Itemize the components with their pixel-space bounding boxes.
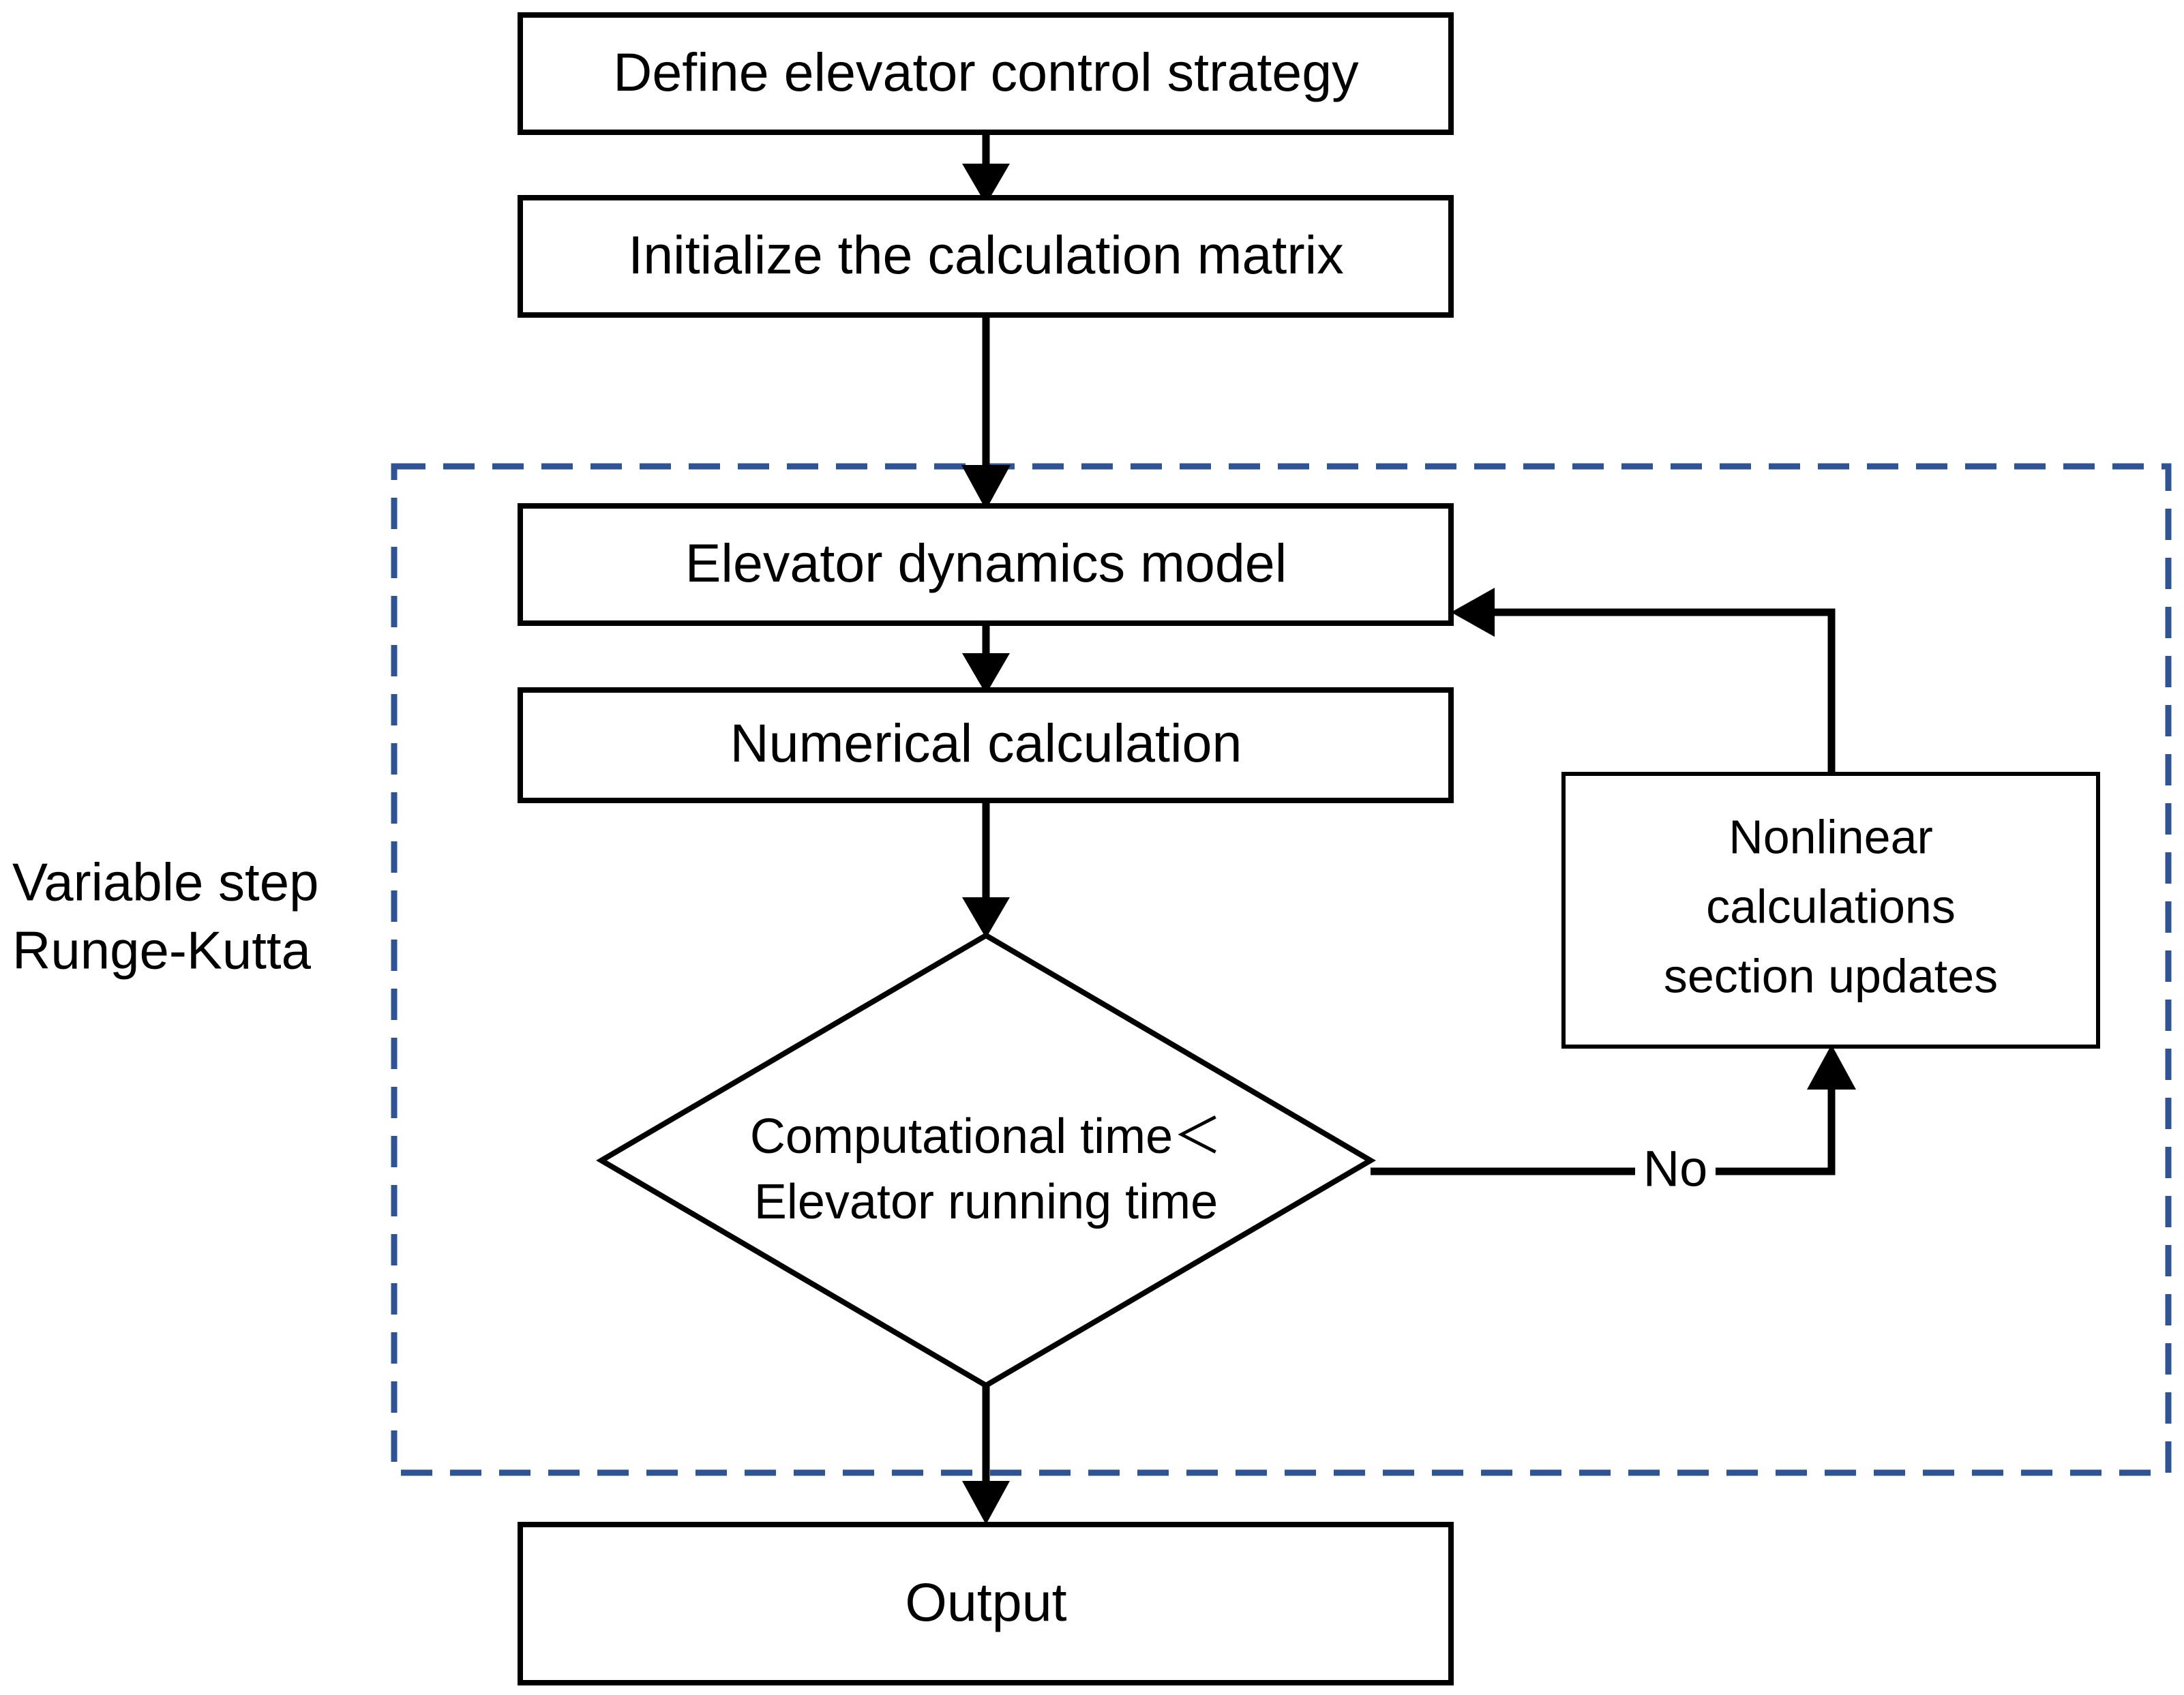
node-define-strategy[interactable] [518, 12, 1454, 135]
node-define-strategy-label: Define elevator control strategy [613, 42, 1359, 102]
node-decision-label-line1: Computational time＜ [750, 1109, 1222, 1164]
edge-init-to-dynamics-arrowhead [961, 465, 1011, 510]
node-numerical-calculation-label: Numerical calculation [730, 712, 1242, 773]
node-decision-label-line2: Elevator running time [754, 1175, 1218, 1229]
node-init-matrix[interactable] [518, 195, 1454, 318]
node-nonlinear-update-label-line1: Nonlinear [1729, 810, 1933, 863]
group-label-line1: Variable step [12, 852, 319, 912]
node-output-label: Output [905, 1572, 1066, 1632]
group-label-line2: Runge-Kutta [12, 920, 312, 980]
node-nonlinear-update[interactable] [1561, 772, 2100, 1049]
node-decision-diamond[interactable] [596, 932, 1376, 1389]
node-dynamics-model-label: Elevator dynamics model [685, 532, 1287, 593]
node-init-matrix-label: Initialize the calculation matrix [628, 224, 1343, 285]
edge-label-no: No [1643, 1141, 1708, 1197]
node-output[interactable] [518, 1522, 1454, 1685]
edge-no-branch-polyline [1371, 1084, 1836, 1175]
no-label-backdrop [1635, 1136, 1716, 1207]
node-nonlinear-update-label-line2: calculations [1706, 880, 1956, 933]
edge-nonlinear-to-dynamics-polyline [1485, 608, 1836, 774]
variable-step-group-box [391, 463, 2172, 1476]
edge-nonlinear-to-dynamics-arrowhead [1451, 588, 1495, 637]
edge-dynamics-to-numerical-arrowhead [962, 653, 1010, 694]
edge-decision-to-output-arrowhead [962, 1481, 1010, 1525]
edge-numerical-to-decision-arrowhead [962, 897, 1010, 938]
edge-define-to-init-arrowhead [962, 164, 1010, 205]
edge-no-branch-arrowhead [1807, 1045, 1856, 1090]
node-dynamics-model[interactable] [518, 503, 1454, 626]
node-nonlinear-update-label-line3: section updates [1664, 949, 1998, 1002]
node-numerical-calculation[interactable] [518, 687, 1454, 803]
